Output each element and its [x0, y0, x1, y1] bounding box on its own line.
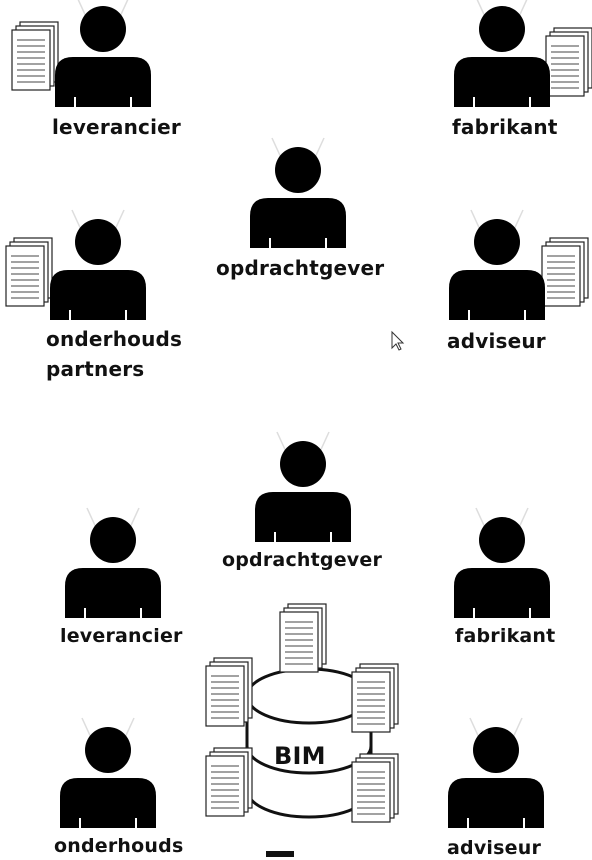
bottom-adviseur-person-icon [447, 717, 545, 829]
bottom-label-adviseur: adviseur [447, 837, 542, 859]
top-leverancier-person-icon [54, 0, 152, 108]
bim-docs-right-lower-icon [352, 754, 398, 822]
bottom-label-opdrachtgever: opdrachtgever [222, 549, 383, 571]
top-fabrikant-docs-icon [546, 28, 592, 96]
top-label-partners: partners [46, 357, 145, 381]
mouse-cursor-icon [391, 330, 405, 351]
top-onderhouds-docs-icon [6, 238, 52, 306]
top-label-adviseur: adviseur [447, 329, 546, 353]
bim-docs-top-icon [280, 604, 326, 672]
cropped-shape [266, 851, 294, 857]
top-label-fabrikant: fabrikant [452, 115, 558, 139]
top-adviseur-docs-icon [542, 238, 588, 306]
bim-docs-left-lower-icon [206, 748, 252, 816]
bottom-label-onderhouds: onderhouds [54, 835, 184, 857]
bim-docs-right-upper-icon [352, 664, 398, 732]
bottom-leverancier-person-icon [64, 507, 162, 619]
bim-label: BIM [274, 742, 326, 770]
top-leverancier-docs-icon [12, 22, 58, 90]
top-opdrachtgever-person-icon [249, 137, 347, 249]
bottom-label-fabrikant: fabrikant [455, 625, 556, 647]
bim-docs-left-upper-icon [206, 658, 252, 726]
top-adviseur-person-icon [448, 209, 546, 321]
top-label-leverancier: leverancier [52, 115, 181, 139]
top-label-onderhouds: onderhouds [46, 327, 183, 351]
bottom-onderhouds-person-icon [59, 717, 157, 829]
top-label-opdrachtgever: opdrachtgever [216, 256, 385, 280]
bottom-fabrikant-person-icon [453, 507, 551, 619]
bottom-opdrachtgever-person-icon [254, 431, 352, 543]
bottom-label-leverancier: leverancier [60, 625, 183, 647]
top-onderhouds-person-icon [49, 209, 147, 321]
top-fabrikant-person-icon [453, 0, 551, 108]
